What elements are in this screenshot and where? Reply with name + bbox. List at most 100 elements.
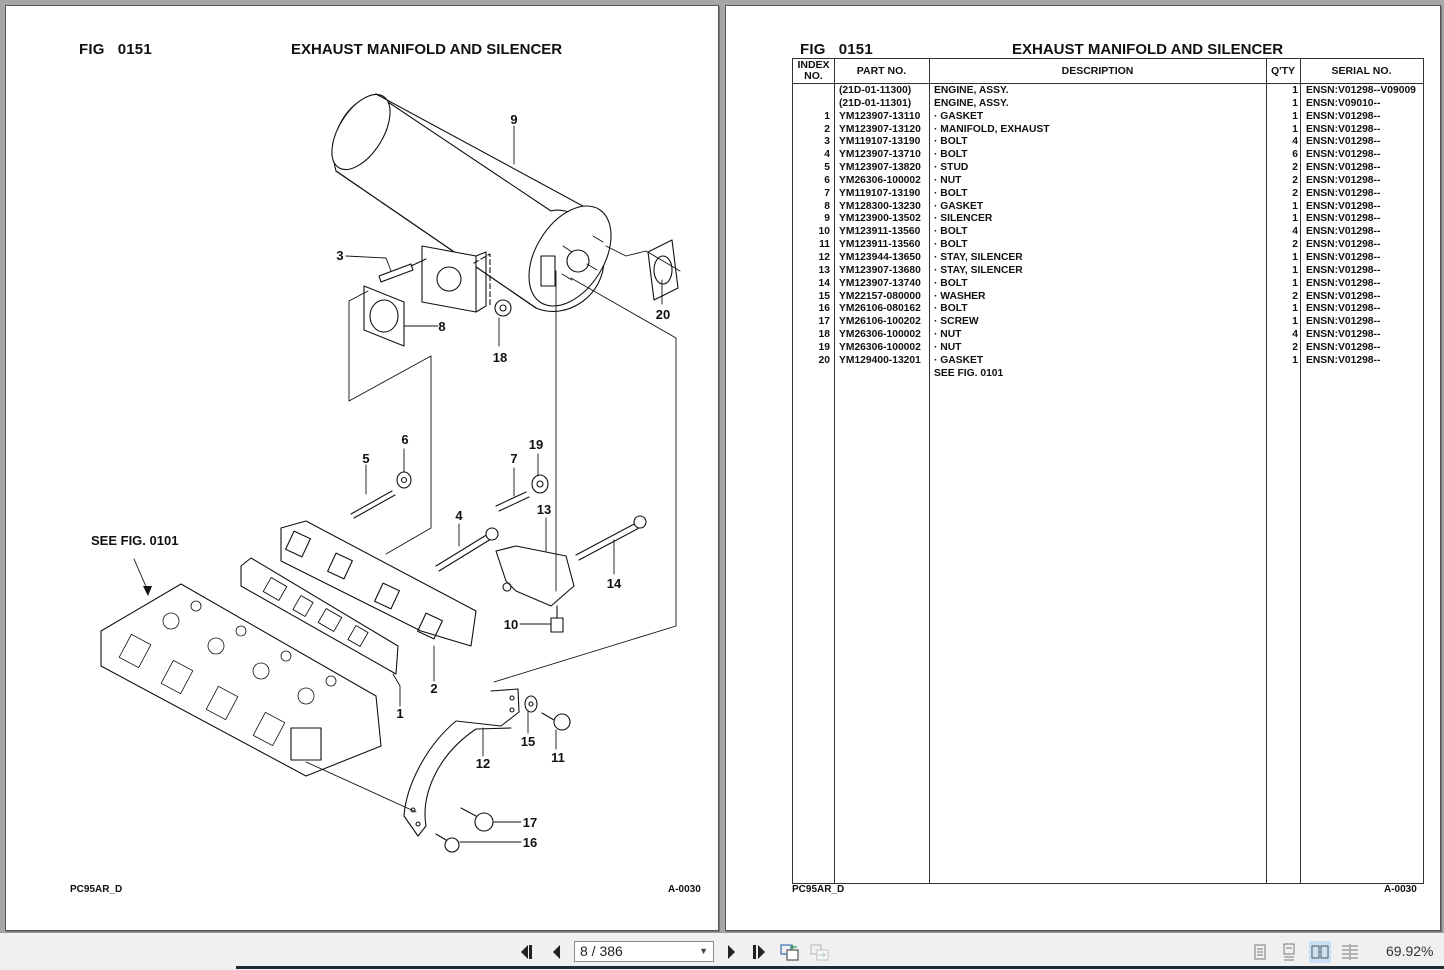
callout-15: 15 — [521, 734, 535, 749]
washer-15-drawing — [524, 695, 538, 713]
part-no-cell: YM123907-13820 — [839, 162, 921, 174]
footer-model: PC95AR_D — [70, 884, 123, 895]
next-page-icon — [728, 945, 735, 959]
index-cell: 7 — [824, 187, 830, 199]
silencer-drawing — [331, 93, 612, 313]
description-cell: · BOLT — [934, 149, 968, 161]
index-cell: 1 — [824, 110, 830, 122]
qty-cell: 4 — [1292, 136, 1298, 148]
column-divider — [834, 59, 835, 883]
gasket-8-drawing — [363, 285, 405, 347]
facing-page-icon — [1311, 945, 1329, 959]
continuous-view-button[interactable] — [1278, 941, 1300, 963]
part-no-cell: YM119107-13190 — [839, 136, 921, 148]
continuous-facing-icon — [1342, 944, 1358, 960]
qty-cell: 2 — [1292, 174, 1298, 186]
serial-no-cell: ENSN:V01298-- — [1306, 251, 1381, 263]
bolt-4-drawing — [435, 527, 499, 572]
index-cell: 10 — [818, 226, 830, 238]
first-page-button[interactable] — [517, 941, 539, 963]
description-cell: · STAY, SILENCER — [934, 251, 1023, 263]
description-cell: · GASKET — [934, 110, 984, 122]
part-no-cell: (21D-01-11300) — [839, 85, 912, 96]
zoom-level[interactable]: 69.92% — [1386, 943, 1434, 959]
index-cell: 5 — [824, 162, 830, 174]
see-fig-arrowhead — [143, 586, 152, 596]
column-divider — [1266, 59, 1267, 883]
index-cell: 12 — [818, 251, 830, 263]
serial-no-cell: ENSN:V01298-- — [1306, 162, 1381, 174]
next-view-button[interactable] — [809, 941, 831, 963]
stay-12-drawing — [403, 688, 520, 837]
continuous-facing-view-button[interactable] — [1339, 941, 1361, 963]
serial-no-cell: ENSN:V01298-- — [1306, 226, 1381, 238]
qty-cell: 1 — [1292, 123, 1298, 135]
index-cell: 6 — [824, 174, 830, 186]
description-cell: · NUT — [934, 341, 962, 353]
qty-cell: 4 — [1292, 226, 1298, 238]
facing-view-button[interactable] — [1309, 941, 1331, 963]
part-no-cell: YM123907-13110 — [839, 110, 921, 122]
part-no-cell: YM129400-13201 — [839, 354, 921, 366]
nut-18-drawing — [494, 299, 512, 317]
part-no-cell: YM26306-100002 — [839, 329, 921, 341]
description-cell: · GASKET — [934, 200, 984, 212]
previous-view-button[interactable] — [779, 941, 801, 963]
document-viewport[interactable]: FIG 0151 EXHAUST MANIFOLD AND SILENCER — [0, 0, 1444, 932]
part-no-cell: YM123907-13710 — [839, 149, 921, 161]
serial-no-cell: ENSN:V01298-- — [1306, 213, 1381, 225]
callout-5: 5 — [362, 451, 369, 466]
description-cell: · SCREW — [934, 316, 979, 328]
header-divider — [793, 83, 1423, 84]
part-no-cell: YM26106-100202 — [839, 316, 921, 328]
next-page-button[interactable] — [720, 941, 742, 963]
index-cell: 16 — [818, 303, 830, 315]
callout-17: 17 — [523, 815, 537, 830]
qty-cell: 1 — [1292, 110, 1298, 122]
callout-12: 12 — [476, 756, 490, 771]
fig-label: FIG 0151 — [79, 41, 152, 58]
callout-10: 10 — [504, 617, 518, 632]
qty-cell: 1 — [1292, 200, 1298, 212]
nut-6-drawing — [396, 471, 412, 489]
qty-cell: 1 — [1292, 213, 1298, 225]
description-cell: · NUT — [934, 329, 962, 341]
single-page-view-button[interactable] — [1249, 941, 1271, 963]
previous-page-button[interactable] — [546, 941, 568, 963]
bolt-10-drawing — [550, 605, 564, 633]
part-no-cell: YM26106-080162 — [839, 303, 921, 315]
description-cell: · WASHER — [934, 290, 986, 302]
part-no-cell: YM128300-13230 — [839, 200, 921, 212]
index-cell: 11 — [819, 239, 830, 251]
qty-cell: 1 — [1292, 97, 1298, 109]
parts-table: INDEX NO. PART NO. DESCRIPTION Q'TY SERI… — [792, 58, 1424, 884]
serial-no-cell: ENSN:V01298-- — [1306, 303, 1381, 315]
callout-1: 1 — [396, 706, 403, 721]
chevron-down-icon[interactable]: ▼ — [699, 946, 708, 956]
next-view-icon — [810, 944, 829, 961]
last-page-button[interactable] — [748, 941, 770, 963]
page-diagram: FIG 0151 EXHAUST MANIFOLD AND SILENCER — [5, 5, 719, 931]
part-no-cell: YM123911-13560 — [839, 239, 921, 251]
page-number-input[interactable]: 8 / 386 ▼ — [574, 941, 714, 962]
index-cell: 17 — [818, 316, 830, 328]
serial-no-cell: ENSN:V01298-- — [1306, 136, 1381, 148]
index-cell: 3 — [824, 136, 830, 148]
page-parts-list: FIG 0151 EXHAUST MANIFOLD AND SILENCER I… — [725, 5, 1441, 931]
last-page-icon — [753, 945, 765, 959]
qty-cell: 2 — [1292, 162, 1298, 174]
serial-no-cell: ENSN:V01298-- — [1306, 239, 1381, 251]
callout-labels: 9 3 8 18 20 5 6 7 19 4 13 14 10 2 1 15 1… — [91, 112, 670, 850]
